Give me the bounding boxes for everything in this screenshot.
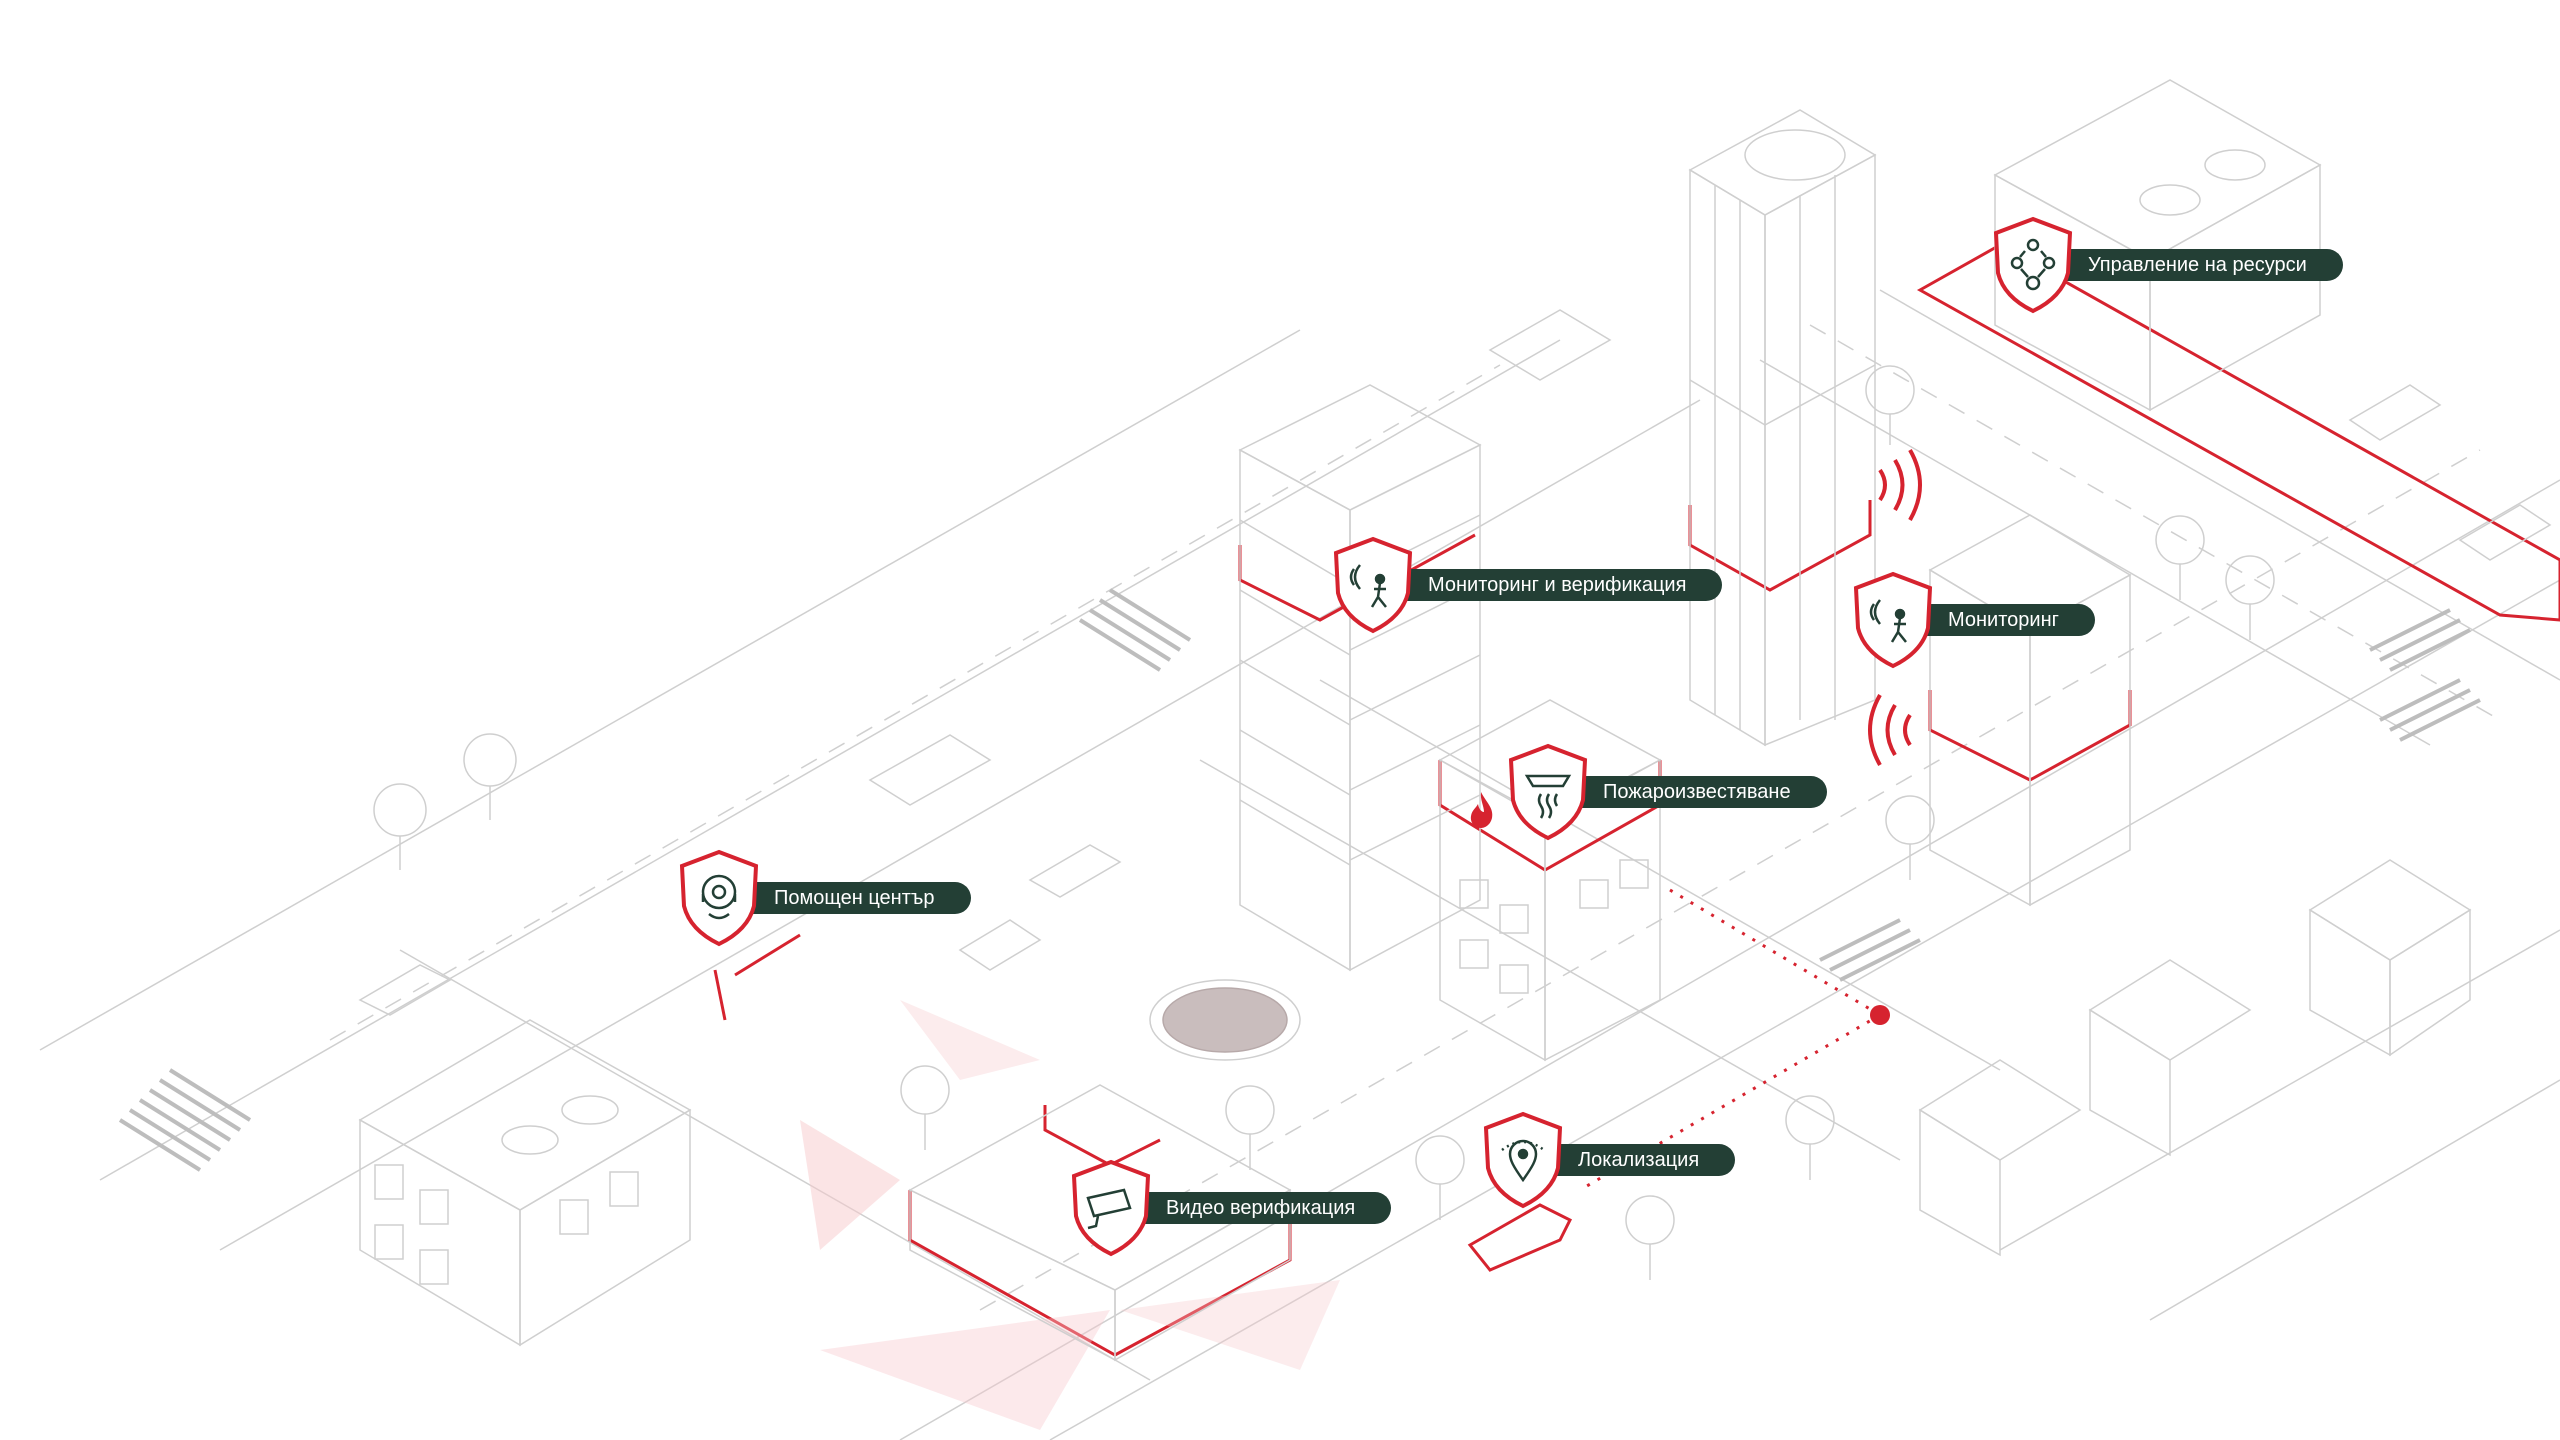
headset-icon xyxy=(701,874,737,920)
camera-icon xyxy=(1086,1188,1132,1230)
shield-icon xyxy=(1071,1159,1151,1257)
shield-icon xyxy=(1993,216,2073,314)
building-skyscraper xyxy=(1690,110,1875,745)
shield-icon xyxy=(1508,743,1588,841)
road-grid xyxy=(40,290,2560,1440)
building-left xyxy=(360,1020,690,1345)
motion-sensor-icon xyxy=(1869,599,1907,643)
shield-icon xyxy=(679,849,759,947)
vehicles xyxy=(360,310,2550,1015)
badge-label: Мониторинг и верификация xyxy=(1400,569,1723,601)
signal-waves xyxy=(1870,450,1920,765)
motion-sensor-icon xyxy=(1349,564,1387,608)
located-car xyxy=(1470,1205,1570,1270)
fire-icon xyxy=(1470,792,1493,828)
badge-label: Мониторинг xyxy=(1920,604,2095,636)
location-dot xyxy=(1870,1005,1890,1025)
resource-network-icon xyxy=(2010,238,2056,291)
building-tower-left xyxy=(1240,385,1480,970)
shield-icon xyxy=(1333,536,1413,634)
badge-label: Пожароизвестяване xyxy=(1575,776,1827,808)
badge-label: Управление на ресурси xyxy=(2060,249,2343,281)
shield-icon xyxy=(1853,571,1933,669)
building-right-mid xyxy=(1930,515,2130,905)
badge-label: Локализация xyxy=(1550,1144,1736,1176)
crosswalks xyxy=(120,590,2480,1170)
trees xyxy=(374,366,2274,1280)
smoke-detector-icon xyxy=(1524,774,1572,819)
houses-right xyxy=(1920,860,2470,1255)
camera-cones xyxy=(800,1000,1340,1430)
shield-icon xyxy=(1483,1111,1563,1209)
location-pin-icon xyxy=(1501,1139,1545,1183)
building-top-right xyxy=(1995,80,2320,410)
badge-label: Помощен център xyxy=(746,882,971,914)
badge-label: Видео верификация xyxy=(1138,1192,1392,1224)
roundabout-inner xyxy=(1163,988,1287,1052)
roundabout-outer xyxy=(1150,980,1300,1060)
